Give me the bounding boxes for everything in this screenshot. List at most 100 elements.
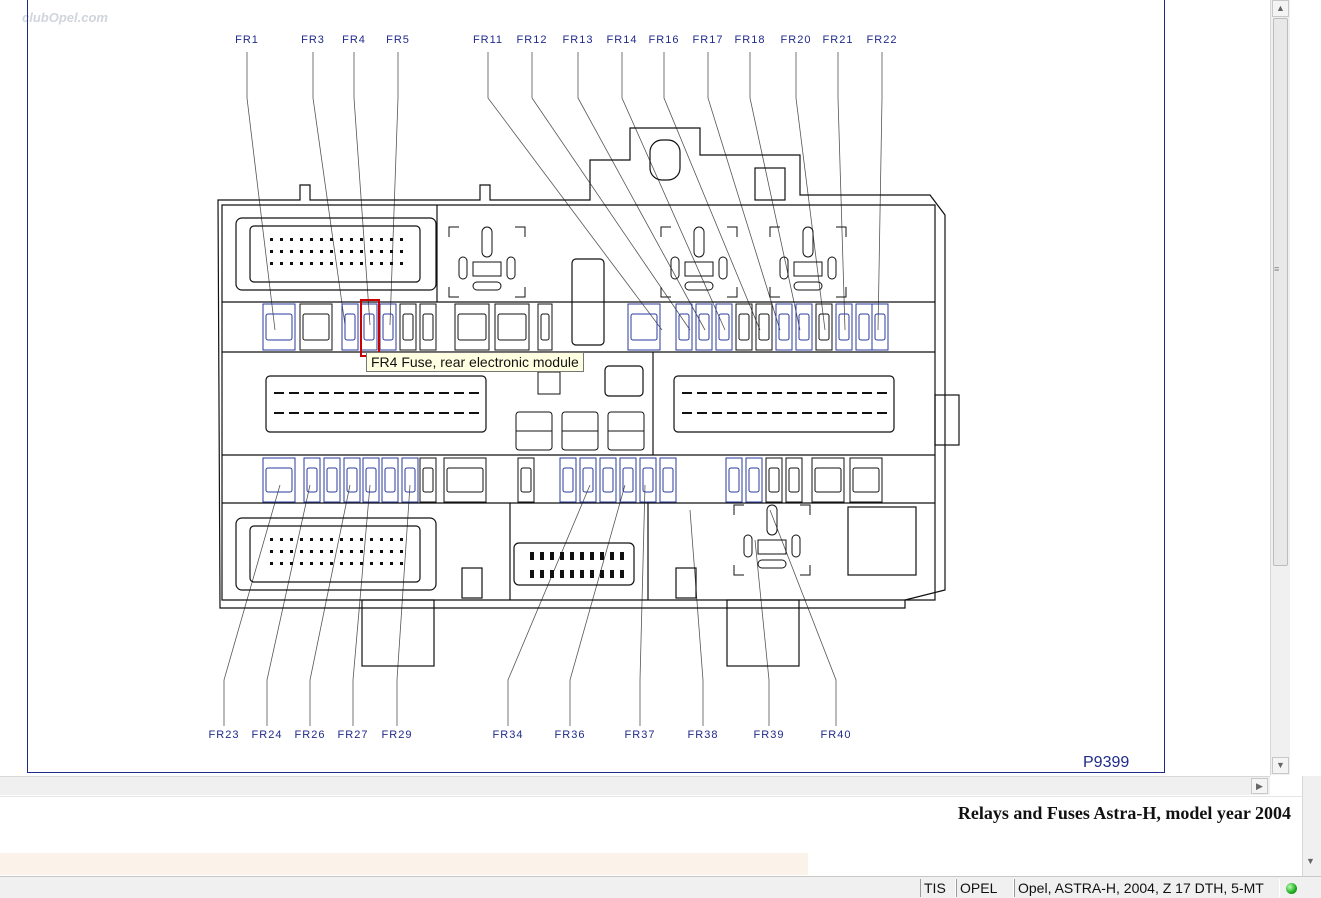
fuse-label-fr4[interactable]: FR4 xyxy=(342,34,366,46)
fuse[interactable] xyxy=(775,303,793,351)
pin xyxy=(400,538,403,541)
fuse[interactable] xyxy=(815,303,833,351)
scroll-down-arrow-icon[interactable]: ▼ xyxy=(1306,856,1315,866)
fuse[interactable] xyxy=(303,457,321,503)
fuse-label-fr1[interactable]: FR1 xyxy=(235,34,259,46)
fuse-label-fr17[interactable]: FR17 xyxy=(693,34,724,46)
fuse[interactable] xyxy=(341,303,359,351)
diagram-code: P9399 xyxy=(1083,754,1129,771)
fuse[interactable] xyxy=(675,303,693,351)
pin xyxy=(772,392,782,394)
fuse-label-fr37[interactable]: FR37 xyxy=(625,729,656,741)
fuse[interactable] xyxy=(659,457,677,503)
fuse-label-fr29[interactable]: FR29 xyxy=(382,729,413,741)
fuse[interactable] xyxy=(323,457,341,503)
fuse[interactable] xyxy=(639,457,657,503)
fuse[interactable] xyxy=(755,303,773,351)
fuse-label-fr39[interactable]: FR39 xyxy=(754,729,785,741)
fuse[interactable] xyxy=(811,457,845,503)
pin xyxy=(787,412,797,414)
relay-socket xyxy=(448,226,526,298)
scroll-down-arrow-icon[interactable]: ▼ xyxy=(1272,757,1289,774)
pin xyxy=(280,250,283,253)
fuse[interactable] xyxy=(725,457,743,503)
fuse[interactable] xyxy=(745,457,763,503)
pin xyxy=(580,570,584,578)
fuse[interactable] xyxy=(517,457,535,503)
pin xyxy=(787,392,797,394)
fuse[interactable] xyxy=(419,457,437,503)
pin xyxy=(712,412,722,414)
fuse-label-fr3[interactable]: FR3 xyxy=(301,34,325,46)
fuse[interactable] xyxy=(559,457,577,503)
scroll-right-arrow-icon[interactable]: ▶ xyxy=(1251,778,1268,794)
fuse-label-fr36[interactable]: FR36 xyxy=(555,729,586,741)
pin xyxy=(469,392,479,394)
fuse-label-fr20[interactable]: FR20 xyxy=(781,34,812,46)
pin xyxy=(290,550,293,553)
fuse[interactable] xyxy=(871,303,889,351)
fuse[interactable] xyxy=(419,303,437,351)
fuse-label-fr13[interactable]: FR13 xyxy=(563,34,594,46)
fuse-label-fr18[interactable]: FR18 xyxy=(735,34,766,46)
pin xyxy=(847,412,857,414)
scroll-thumb[interactable] xyxy=(1273,18,1288,566)
fuse[interactable] xyxy=(795,303,813,351)
fuse[interactable] xyxy=(343,457,361,503)
pin xyxy=(310,250,313,253)
diagram-viewer[interactable]: clubOpel.com xyxy=(0,0,1321,795)
fuse-label-fr16[interactable]: FR16 xyxy=(649,34,680,46)
pin xyxy=(270,250,273,253)
fuse-label-fr40[interactable]: FR40 xyxy=(821,729,852,741)
pin xyxy=(310,262,313,265)
fuse[interactable] xyxy=(765,457,783,503)
fuse-label-fr5[interactable]: FR5 xyxy=(386,34,410,46)
fuse[interactable] xyxy=(537,303,553,351)
fuse[interactable] xyxy=(262,303,296,351)
fuse[interactable] xyxy=(381,457,399,503)
fuse[interactable] xyxy=(362,457,380,503)
fuse-label-fr22[interactable]: FR22 xyxy=(867,34,898,46)
fuse-label-fr34[interactable]: FR34 xyxy=(493,729,524,741)
fuse-label-fr38[interactable]: FR38 xyxy=(688,729,719,741)
pin xyxy=(320,562,323,565)
fuse-label-fr12[interactable]: FR12 xyxy=(517,34,548,46)
section-header: ents xyxy=(0,853,808,875)
pin xyxy=(380,250,383,253)
fuse[interactable] xyxy=(855,303,873,351)
fuse[interactable] xyxy=(695,303,713,351)
horizontal-scrollbar[interactable]: ▶ xyxy=(0,776,1270,795)
vertical-scrollbar[interactable]: ▲ ≡ ▼ xyxy=(1270,0,1290,775)
pin xyxy=(320,238,323,241)
fuse[interactable] xyxy=(443,457,487,503)
fuse[interactable] xyxy=(619,457,637,503)
fuse-label-fr23[interactable]: FR23 xyxy=(209,729,240,741)
fuse[interactable] xyxy=(399,303,417,351)
fuse-label-fr11[interactable]: FR11 xyxy=(473,34,503,46)
pin xyxy=(847,392,857,394)
fuse[interactable] xyxy=(454,303,490,351)
leader-line xyxy=(246,52,276,331)
fuse-label-fr21[interactable]: FR21 xyxy=(823,34,854,46)
fuse[interactable] xyxy=(735,303,753,351)
leader-line xyxy=(352,484,371,726)
fuse-label-fr24[interactable]: FR24 xyxy=(252,729,283,741)
fuse[interactable] xyxy=(835,303,853,351)
fuse[interactable] xyxy=(299,303,333,351)
fuse[interactable] xyxy=(579,457,597,503)
fuse-label-fr27[interactable]: FR27 xyxy=(338,729,369,741)
fuse[interactable] xyxy=(627,303,661,351)
fuse[interactable] xyxy=(599,457,617,503)
pin xyxy=(370,550,373,553)
fuse[interactable] xyxy=(715,303,733,351)
fuse[interactable] xyxy=(494,303,530,351)
scroll-up-arrow-icon[interactable]: ▲ xyxy=(1272,0,1289,17)
fuse[interactable] xyxy=(849,457,883,503)
fuse[interactable] xyxy=(401,457,419,503)
document-scrollbar[interactable]: ▼ xyxy=(1302,776,1321,876)
fuse[interactable] xyxy=(785,457,803,503)
fuse-label-fr26[interactable]: FR26 xyxy=(295,729,326,741)
fuse-label-fr14[interactable]: FR14 xyxy=(607,34,638,46)
fuse[interactable] xyxy=(379,303,397,351)
fuse[interactable] xyxy=(262,457,296,503)
